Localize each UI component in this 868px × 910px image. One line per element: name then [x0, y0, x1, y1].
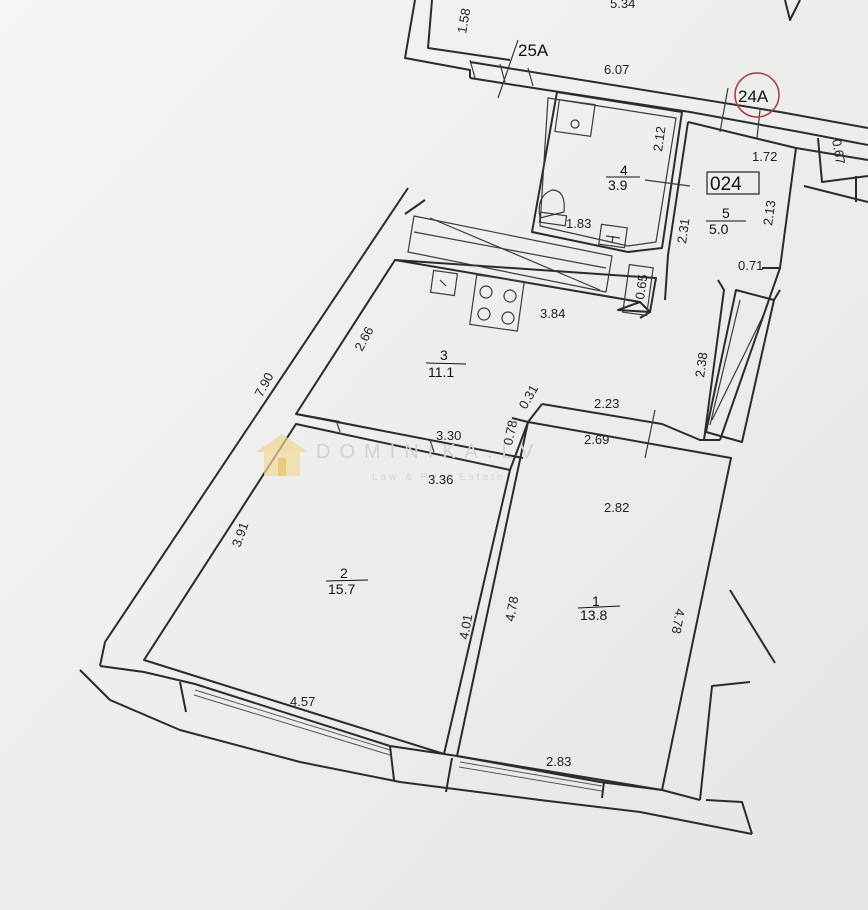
room-label-4: 4 3.9	[606, 162, 640, 193]
svg-text:11.1: 11.1	[428, 364, 454, 380]
watermark-logo-icon	[256, 434, 308, 476]
dim-2-83: 2.83	[546, 754, 571, 769]
dim-1-58: 1.58	[454, 7, 473, 35]
dim-5-34: 5.34	[610, 0, 635, 11]
dim-2-38: 2.38	[692, 351, 710, 378]
dim-1-83: 1.83	[566, 216, 591, 231]
dim-1-72: 1.72	[752, 149, 777, 164]
svg-text:1: 1	[592, 593, 600, 609]
building-tags: 25A 24A 024	[518, 41, 780, 195]
dim-2-23: 2.23	[594, 396, 619, 411]
unit-code: 024	[710, 174, 742, 195]
unit-code-box	[706, 171, 760, 195]
building-label-25a: 25A	[518, 41, 549, 60]
dim-4-78-left: 4.78	[502, 595, 521, 623]
svg-text:13.8: 13.8	[580, 607, 607, 623]
dim-0-71: 0.71	[738, 258, 763, 273]
dim-0-78: 0.78	[500, 419, 520, 447]
stamp-circle	[734, 72, 780, 118]
top-wall	[469, 39, 868, 146]
room-5-hall	[664, 121, 868, 664]
room-label-5: 5 5.0	[706, 205, 746, 237]
svg-text:3: 3	[440, 347, 448, 363]
dim-2-82: 2.82	[604, 500, 629, 515]
dim-0-65: 0.65	[632, 273, 650, 300]
bottom-wall	[79, 665, 753, 835]
room-labels: 1 13.8 2 15.7 3 11.1 4 3.9 5 5.0	[325, 162, 746, 623]
dim-2-69: 2.69	[584, 432, 609, 447]
watermark-tagline: Law & Real Estate	[372, 472, 505, 483]
dim-0-67: 0.67	[829, 138, 848, 166]
room-label-1: 1 13.8	[577, 593, 621, 623]
dim-3-30: 3.30	[436, 428, 461, 443]
left-exterior-wall	[99, 187, 426, 667]
svg-text:4: 4	[620, 162, 628, 178]
dim-2-12: 2.12	[650, 125, 668, 152]
watermark: DOMINIKA.LV Law & Real Estate	[256, 434, 542, 483]
dim-4-01: 4.01	[456, 613, 475, 641]
svg-text:2: 2	[340, 565, 348, 581]
room-4-bathroom	[531, 91, 691, 253]
dim-6-07: 6.07	[604, 62, 629, 77]
dim-4-57: 4.57	[290, 694, 315, 709]
dim-2-31: 2.31	[674, 217, 692, 244]
svg-text:5: 5	[722, 205, 730, 221]
watermark-brand: DOMINIKA.LV	[316, 441, 542, 463]
building-label-24a: 24A	[738, 87, 769, 106]
dim-3-36: 3.36	[428, 472, 453, 487]
room-label-3: 3 11.1	[425, 347, 467, 380]
room-label-2: 2 15.7	[325, 565, 369, 597]
dim-3-84: 3.84	[540, 306, 565, 321]
svg-text:5.0: 5.0	[709, 221, 729, 237]
svg-text:3.9: 3.9	[608, 177, 628, 193]
dim-4-78-right: 4.78	[669, 607, 688, 635]
svg-text:15.7: 15.7	[328, 581, 355, 597]
dim-2-13: 2.13	[760, 199, 778, 226]
